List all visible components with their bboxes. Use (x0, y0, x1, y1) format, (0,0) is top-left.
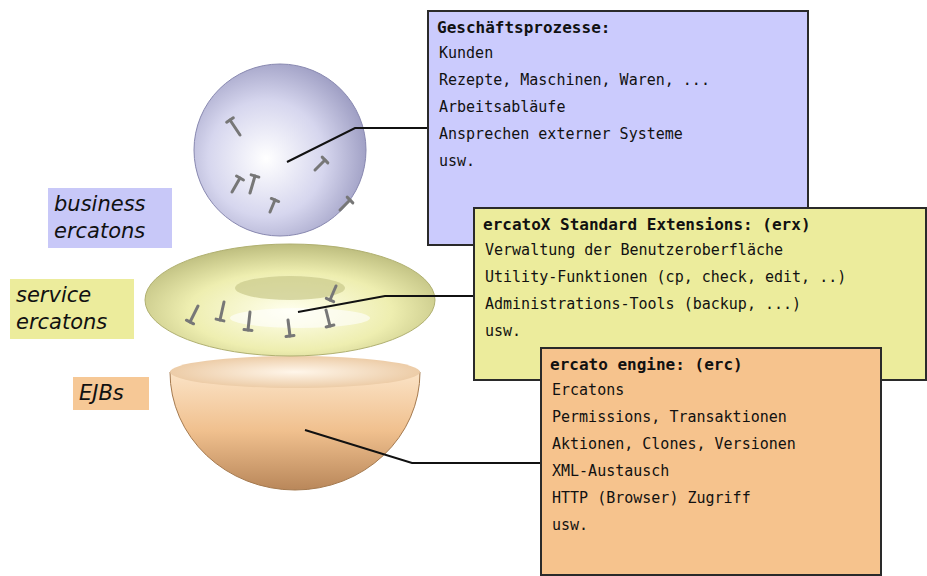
leader-line (287, 128, 427, 162)
nail (288, 320, 290, 336)
callout-item: usw. (483, 318, 911, 345)
nail-head (286, 334, 294, 338)
callout-item: Aktionen, Clones, Versionen (550, 431, 866, 458)
callout-item: Rezepte, Maschinen, Waren, ... (437, 67, 793, 94)
nail-head (326, 298, 333, 301)
nail (330, 286, 336, 300)
nail (340, 200, 350, 210)
nail (250, 176, 255, 193)
layer-label: EJBs (73, 377, 149, 410)
nail-head (251, 175, 259, 177)
nail (220, 302, 224, 320)
nail (248, 312, 250, 330)
leader-line (298, 296, 473, 312)
layer-name: business ercatons (54, 192, 146, 243)
callout-item: XML-Austausch (550, 458, 866, 485)
callout-item: Verwaltung der Benutzeroberfläche (483, 237, 911, 264)
callout-item: HTTP (Browser) Zugriff (550, 485, 866, 512)
nail-head (237, 176, 244, 180)
callout-item: Permissions, Transaktionen (550, 404, 866, 431)
leader-line (305, 430, 540, 463)
nail (230, 120, 240, 135)
nail-head (186, 320, 193, 324)
nail (270, 200, 275, 212)
callout-heading: ercatoX Standard Extensions: (erx) (483, 213, 911, 237)
nails (186, 118, 352, 337)
nail-head (244, 328, 252, 332)
callout-item: Arbeitsabläufe (437, 94, 793, 121)
layer-label: service ercatons (10, 279, 134, 339)
callout-item: usw. (437, 148, 793, 175)
layer-name: service ercatons (16, 283, 107, 334)
callout-item: Administrations-Tools (backup, ...) (483, 291, 911, 318)
nail-head (347, 197, 353, 203)
callout-item: Ansprechen externer Systeme (437, 121, 793, 148)
callout-box: ercato engine: (erc)ErcatonsPermissions,… (540, 347, 882, 576)
sphere-shape (194, 64, 366, 236)
callout-heading: Geschäftsprozesse: (437, 16, 793, 40)
nail-head (322, 157, 328, 163)
callout-item: Ercatons (550, 377, 866, 404)
nail-head (216, 319, 224, 321)
nail (232, 178, 240, 192)
callout-heading: ercato engine: (erc) (550, 353, 866, 377)
bowl-rim (170, 356, 420, 388)
torus-shape (145, 244, 435, 356)
nail-head (271, 198, 278, 201)
nail (190, 306, 198, 322)
layer-name: EJBs (79, 381, 124, 405)
nail-head (227, 118, 234, 122)
torus-hole (235, 276, 345, 300)
bowl-shape (170, 372, 420, 490)
callout-item: Utility-Funktionen (cp, check, edit, ..) (483, 264, 911, 291)
callout-item: Kunden (437, 40, 793, 67)
layer-label: business ercatons (48, 188, 172, 248)
nail (315, 160, 325, 170)
nail-head (326, 325, 334, 327)
callout-item: usw. (550, 512, 866, 539)
nail (326, 310, 330, 326)
